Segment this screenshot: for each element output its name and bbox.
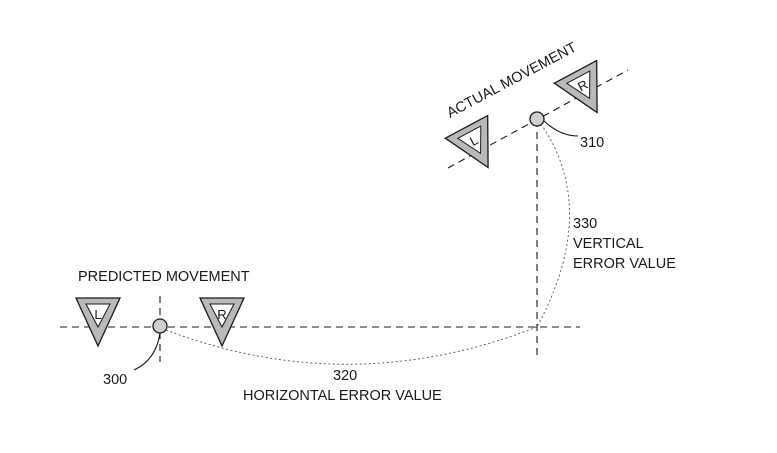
vertical-error-arc bbox=[537, 124, 570, 327]
ref-300: 300 bbox=[103, 372, 127, 388]
predicted-point bbox=[153, 319, 167, 333]
horizontal-error-label: HORIZONTAL ERROR VALUE bbox=[243, 388, 442, 404]
ref-310: 310 bbox=[580, 135, 604, 151]
ref-320: 320 bbox=[333, 368, 357, 384]
predicted-right-label: R bbox=[217, 307, 226, 322]
predicted-right-marker: R bbox=[200, 298, 244, 346]
actual-point bbox=[530, 112, 544, 126]
predicted-left-label: L bbox=[94, 307, 101, 322]
predicted-movement-title: PREDICTED MOVEMENT bbox=[78, 269, 250, 285]
actual-right-marker: R bbox=[554, 61, 618, 124]
vertical-error-label-line1: VERTICAL bbox=[573, 236, 644, 252]
leader-310 bbox=[544, 121, 578, 136]
vertical-error-label-line2: ERROR VALUE bbox=[573, 256, 676, 272]
leader-300 bbox=[134, 333, 160, 370]
predicted-left-marker: L bbox=[76, 298, 120, 346]
actual-left-marker: L bbox=[445, 116, 509, 179]
ref-330: 330 bbox=[573, 216, 597, 232]
